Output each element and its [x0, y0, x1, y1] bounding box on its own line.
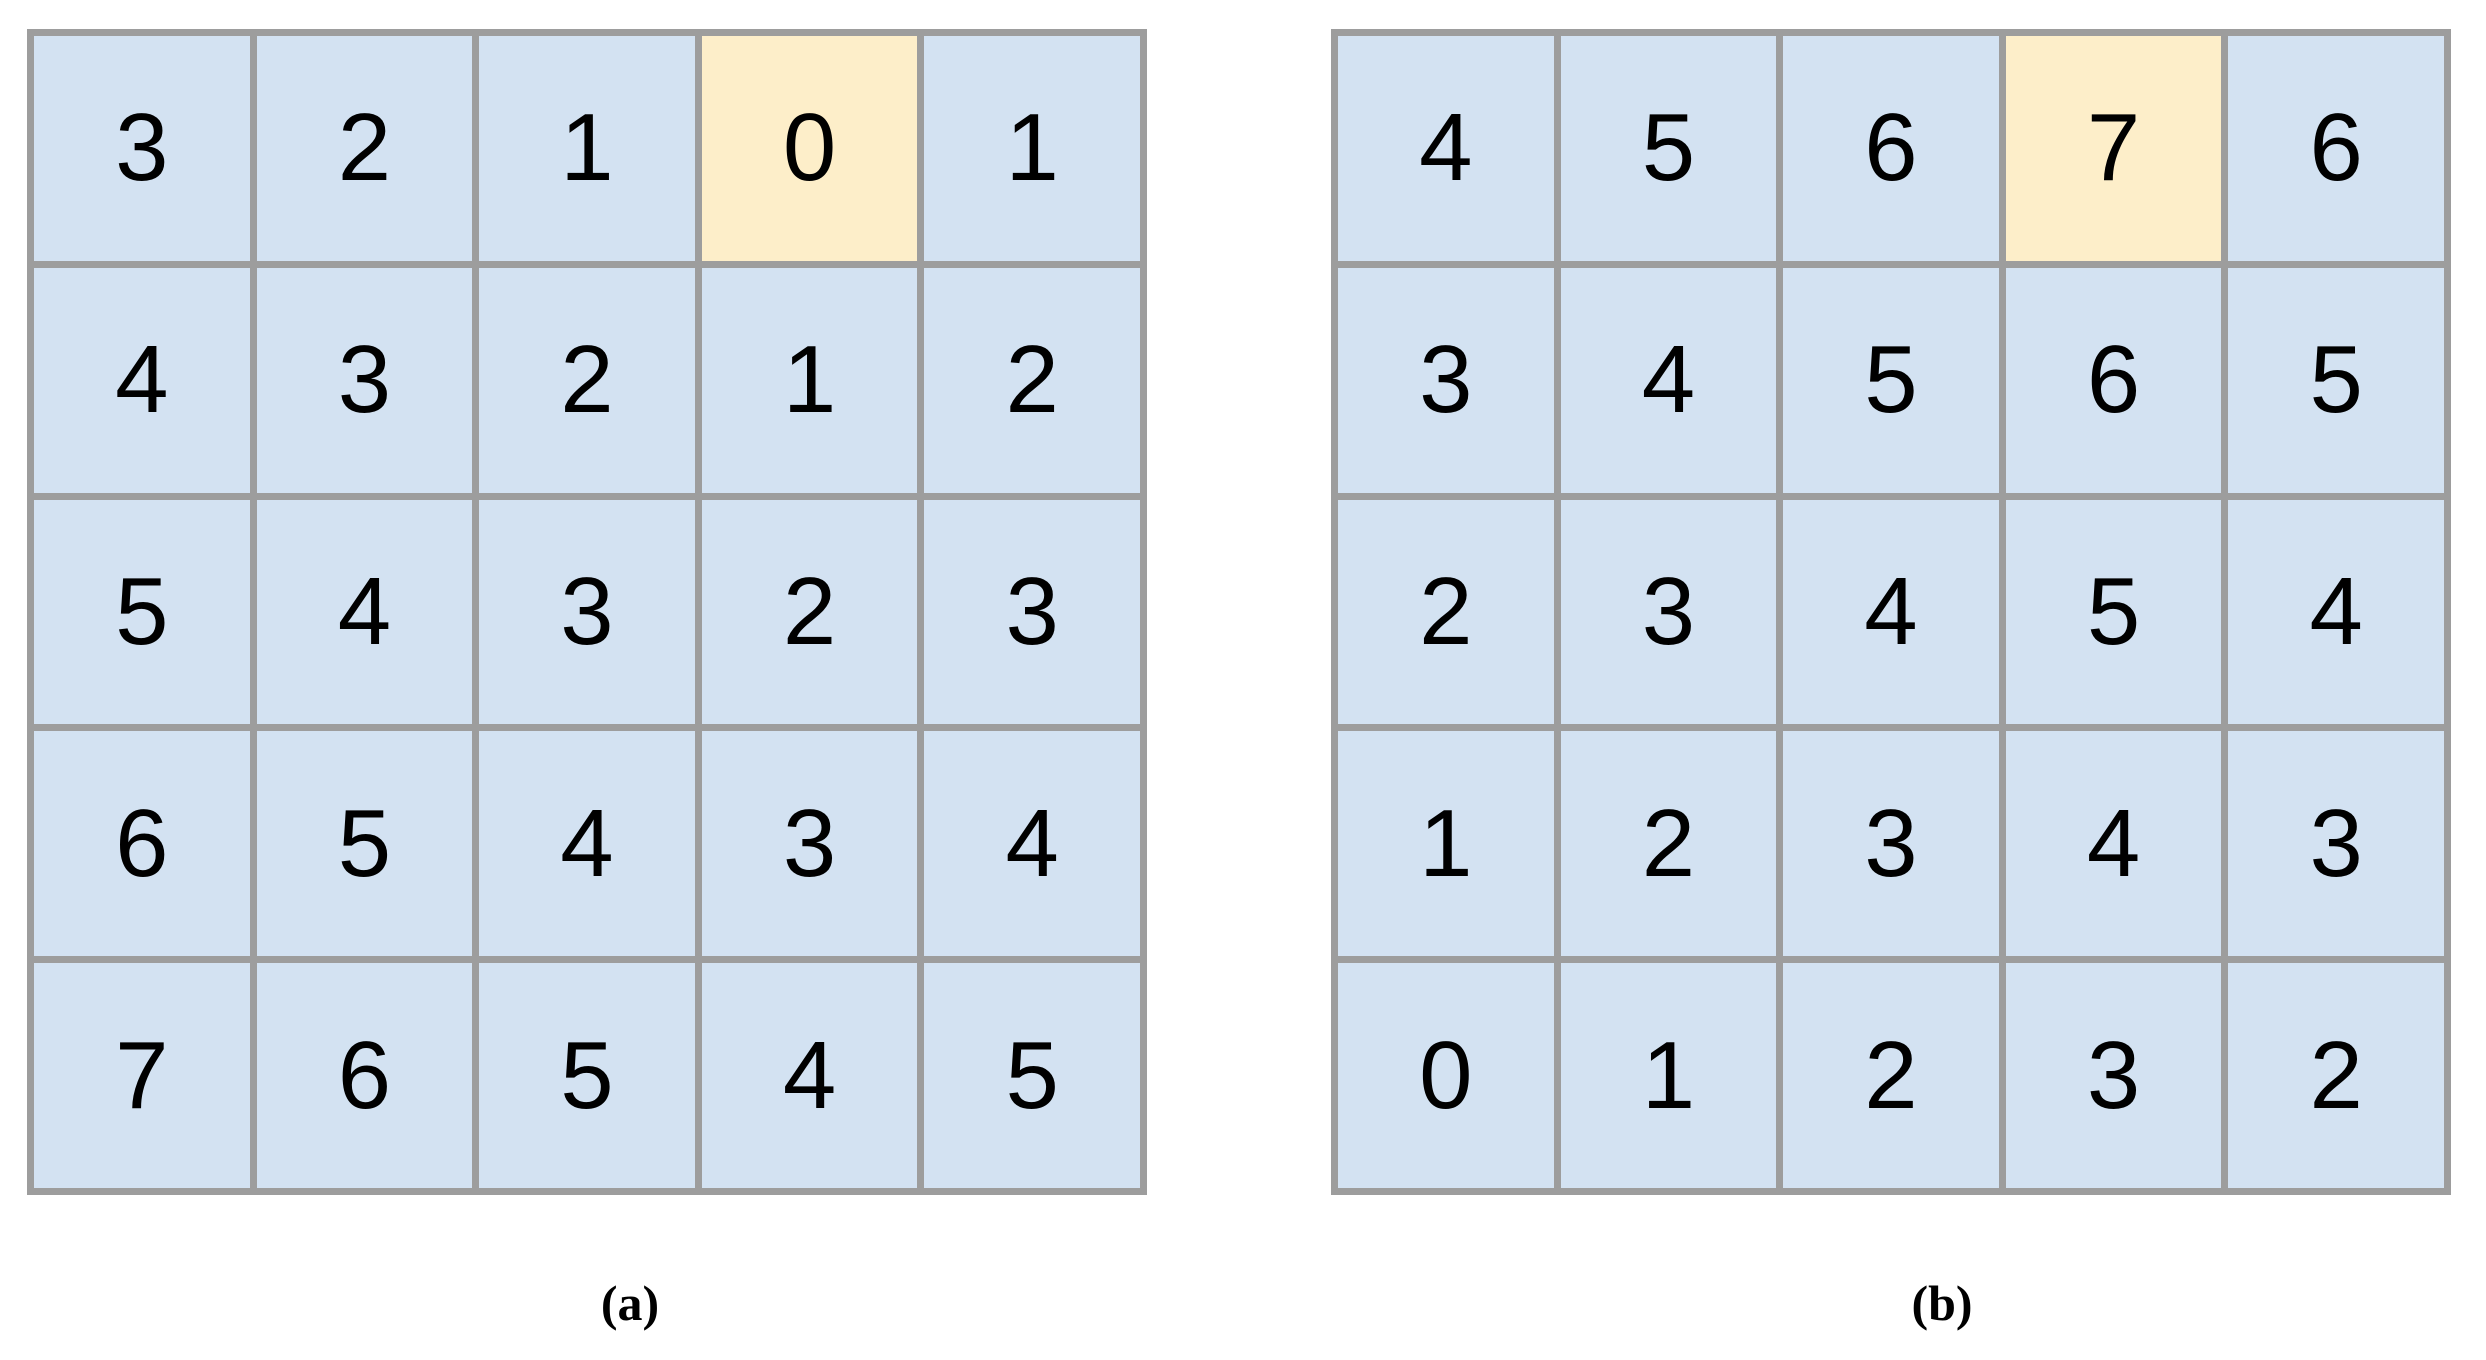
grid-cell: 5	[1560, 36, 1777, 261]
grid-cell: 6	[1783, 36, 1999, 261]
grid-cell: 4	[1338, 36, 1554, 261]
grid-cell: 6	[2005, 267, 2222, 493]
grid-cell: 1	[924, 36, 1140, 261]
grid-cell: 2	[924, 267, 1140, 493]
grid-cell: 3	[924, 499, 1140, 725]
grid-cell: 1	[479, 36, 695, 261]
grid-cell: 0	[1338, 963, 1554, 1188]
grid-cell: 5	[924, 963, 1140, 1188]
grid-cell: 4	[479, 731, 695, 957]
grid-cell: 6	[2228, 36, 2444, 261]
grid-cell: 5	[34, 499, 250, 725]
grid-cell: 3	[1783, 731, 1999, 957]
grid-cell: 3	[2005, 963, 2222, 1188]
grid-cell: 6	[256, 963, 473, 1188]
grid-cell: 2	[479, 267, 695, 493]
grid-cell: 5	[256, 731, 473, 957]
grid-cell: 2	[256, 36, 473, 261]
grid-cell: 5	[1783, 267, 1999, 493]
grid-cell: 1	[1338, 731, 1554, 957]
grid-cell: 4	[2005, 731, 2222, 957]
grid-cell: 3	[256, 267, 473, 493]
grid-cell: 4	[256, 499, 473, 725]
grid-cell: 3	[701, 731, 918, 957]
grid-cell-highlighted: 0	[701, 36, 918, 261]
grid-cell: 1	[701, 267, 918, 493]
grid-cell: 4	[1783, 499, 1999, 725]
grid-cell: 3	[34, 36, 250, 261]
panel-caption-a: (a)	[600, 1275, 660, 1331]
grid-cell: 3	[479, 499, 695, 725]
grid-cell: 3	[2228, 731, 2444, 957]
grid-cell: 2	[1560, 731, 1777, 957]
grid-cell: 5	[2005, 499, 2222, 725]
grid-cell: 4	[924, 731, 1140, 957]
grid-cell: 3	[1338, 267, 1554, 493]
panel-caption-b: (b)	[1911, 1275, 1973, 1331]
grid-cell: 3	[1560, 499, 1777, 725]
grid-cell: 5	[2228, 267, 2444, 493]
grid-cell: 2	[1783, 963, 1999, 1188]
grid-cell: 4	[1560, 267, 1777, 493]
grid-cell: 5	[479, 963, 695, 1188]
grid-cell: 4	[34, 267, 250, 493]
grid-cell: 2	[701, 499, 918, 725]
grid-cell: 2	[2228, 963, 2444, 1188]
grid-cell: 4	[701, 963, 918, 1188]
grid-cell: 7	[34, 963, 250, 1188]
grid-cell: 1	[1560, 963, 1777, 1188]
grid-cell: 6	[34, 731, 250, 957]
grid-cell: 4	[2228, 499, 2444, 725]
grid-cell-highlighted: 7	[2005, 36, 2222, 261]
grid-cell: 2	[1338, 499, 1554, 725]
